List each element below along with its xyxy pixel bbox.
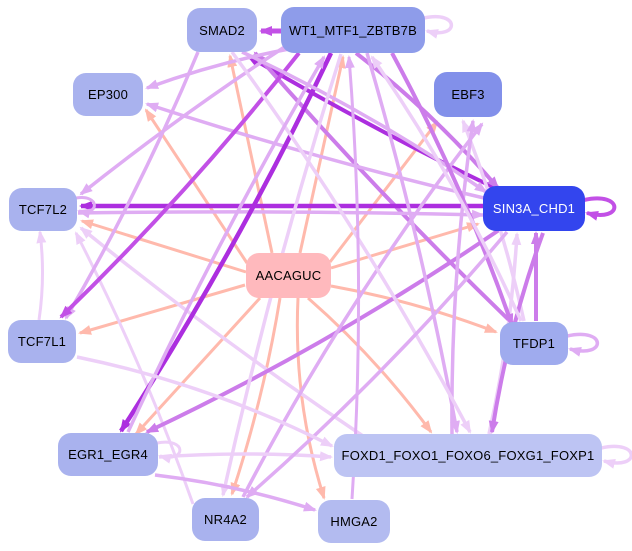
- node-egr1[interactable]: EGR1_EGR4: [58, 433, 158, 476]
- edge-smad2-sin3a[interactable]: [241, 50, 488, 194]
- node-nr4a2[interactable]: NR4A2: [192, 498, 259, 541]
- self-loop-tcf7l2[interactable]: [75, 196, 96, 219]
- node-foxd1[interactable]: FOXD1_FOXO1_FOXO6_FOXG1_FOXP1: [334, 434, 602, 477]
- edge-wt1-foxd1[interactable]: [365, 52, 460, 434]
- edge-wt1-tfdp1[interactable]: [390, 52, 514, 327]
- self-loop-egr1[interactable]: [156, 440, 182, 464]
- edge-tcf7l1-foxd1[interactable]: [76, 355, 334, 448]
- edge-aacaguc-wt1[interactable]: [298, 55, 346, 254]
- edge-tfdp1-smad2[interactable]: [253, 51, 514, 325]
- edge-sin3a-ep300[interactable]: [145, 102, 485, 200]
- edge-egr1-hmga2[interactable]: [154, 473, 317, 512]
- node-label: WT1_MTF1_ZBTB7B: [289, 22, 417, 38]
- edge-wt1-tcf7l2[interactable]: [79, 44, 287, 196]
- node-label: HMGA2: [330, 514, 378, 529]
- node-tfdp1[interactable]: TFDP1: [500, 322, 568, 365]
- self-loop-tfdp1[interactable]: [566, 332, 599, 357]
- edge-aacaguc-tcf7l2[interactable]: [80, 219, 247, 274]
- edge-aacaguc-nr4a2[interactable]: [230, 297, 282, 496]
- edge-wt1-tcf7l1[interactable]: [59, 51, 301, 319]
- edge-sin3a-nr4a2[interactable]: [245, 230, 509, 499]
- edge-aacaguc-egr1[interactable]: [134, 296, 262, 436]
- node-tcf7l1[interactable]: TCF7L1: [8, 320, 76, 363]
- node-ep300[interactable]: EP300: [73, 73, 143, 116]
- edge-aacaguc-hmga2[interactable]: [295, 297, 326, 500]
- edge-egr1-wt1[interactable]: [126, 55, 326, 433]
- node-label: TCF7L1: [17, 334, 67, 349]
- node-label: SIN3A_CHD1: [492, 201, 576, 216]
- edge-tcf7l2-sin3a[interactable]: [77, 209, 485, 220]
- edge-aacaguc-foxd1[interactable]: [307, 296, 433, 434]
- self-loop-wt1[interactable]: [423, 14, 454, 39]
- node-hmga2[interactable]: HMGA2: [318, 500, 390, 543]
- edge-aacaguc-tfdp1[interactable]: [330, 284, 498, 334]
- edge-smad2-tcf7l1[interactable]: [64, 51, 200, 320]
- edge-wt1-ep300[interactable]: [145, 47, 290, 90]
- node-label: FOXD1_FOXO1_FOXO6_FOXG1_FOXP1: [341, 448, 595, 463]
- node-aacaguc[interactable]: AACAGUC: [246, 253, 331, 298]
- edge-aacaguc-smad2[interactable]: [227, 54, 274, 254]
- edge-aacaguc-tcf7l1[interactable]: [78, 283, 246, 335]
- node-label: TFDP1: [512, 336, 556, 351]
- node-label: NR4A2: [204, 512, 247, 527]
- edge-sin3a-smad2[interactable]: [246, 54, 496, 190]
- node-label: EGR1_EGR4: [68, 447, 148, 462]
- node-label: TCF7L2: [18, 202, 68, 217]
- edge-tcf7l1-tcf7l2[interactable]: [36, 230, 47, 321]
- node-sin3a[interactable]: SIN3A_CHD1: [483, 186, 585, 231]
- node-smad2[interactable]: SMAD2: [187, 8, 257, 52]
- edge-egr1-foxd1[interactable]: [158, 451, 333, 462]
- edge-foxd1-tcf7l2[interactable]: [79, 226, 364, 438]
- node-tcf7l2[interactable]: TCF7L2: [9, 188, 77, 231]
- node-ebf3[interactable]: EBF3: [434, 72, 502, 117]
- node-label: EBF3: [451, 87, 485, 102]
- node-label: AACAGUC: [255, 268, 322, 283]
- node-label: EP300: [87, 87, 129, 102]
- edge-sin3a-egr1[interactable]: [145, 228, 501, 434]
- self-loop-foxd1[interactable]: [600, 444, 632, 469]
- self-loop-sin3a[interactable]: [583, 196, 617, 221]
- edge-foxd1-ebf3[interactable]: [450, 119, 477, 435]
- edge-tfdp1-wt1[interactable]: [370, 55, 523, 322]
- node-label: SMAD2: [199, 22, 245, 38]
- node-wt1[interactable]: WT1_MTF1_ZBTB7B: [281, 7, 425, 53]
